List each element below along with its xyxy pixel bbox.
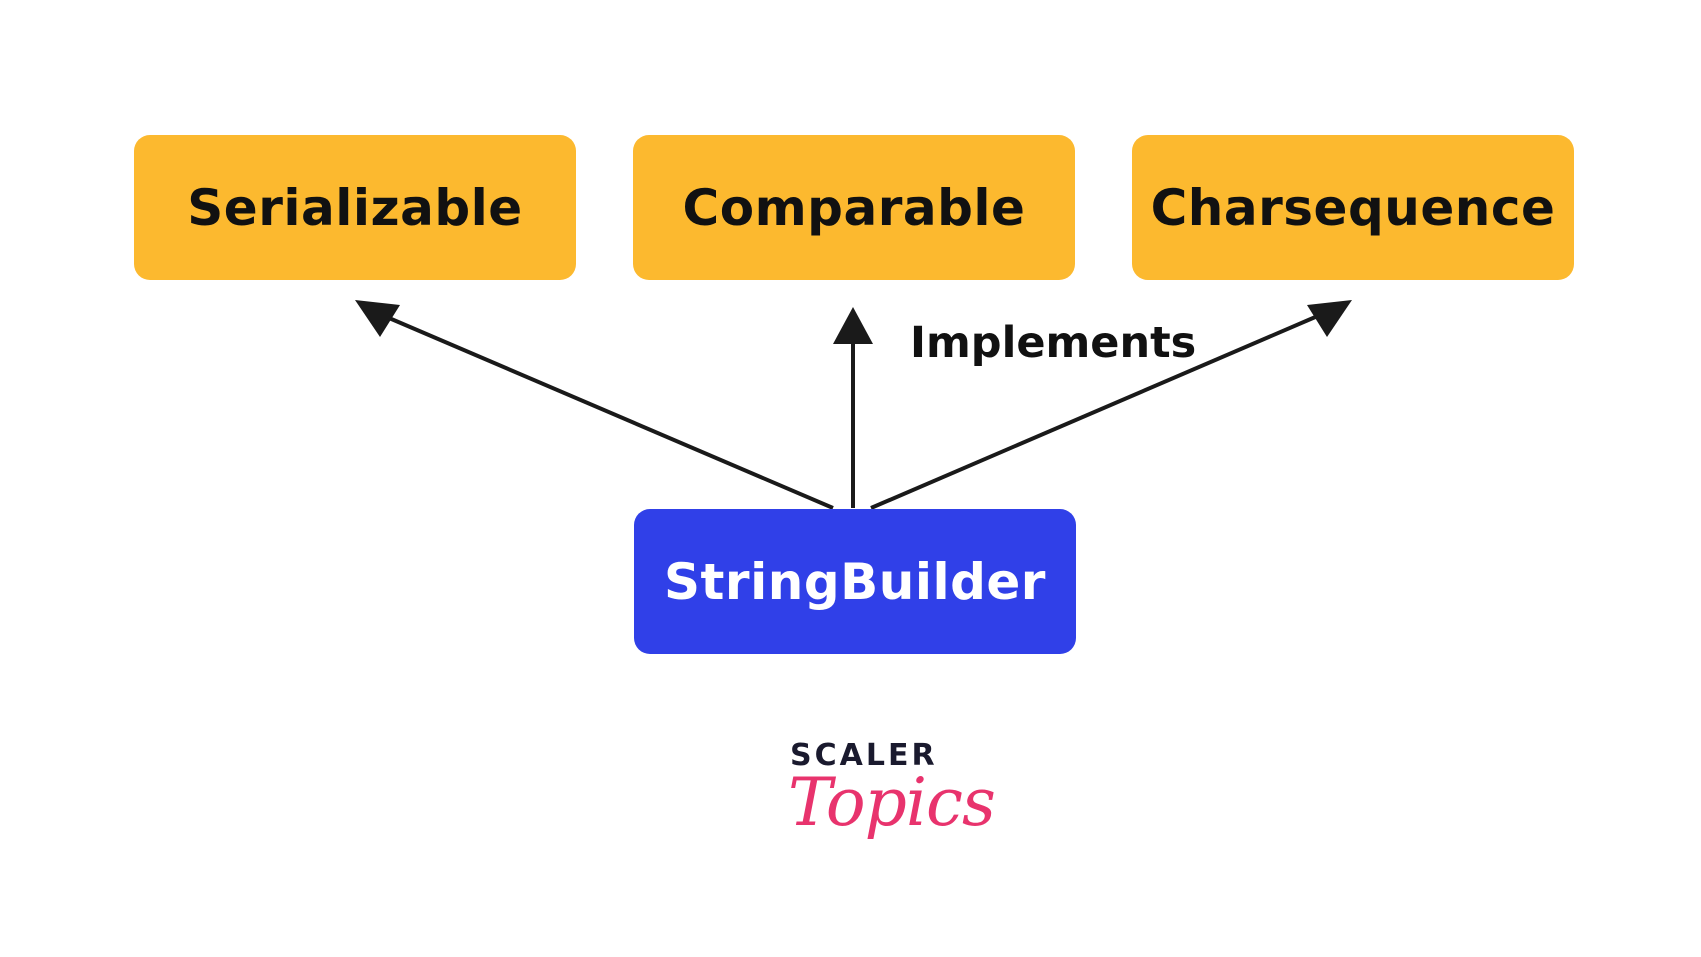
logo-topics-text: Topics (788, 764, 996, 841)
node-serializable: Serializable (134, 135, 576, 280)
node-charsequence-label: Charsequence (1150, 178, 1556, 237)
arrowhead-comparable (833, 307, 873, 344)
node-stringbuilder-label: StringBuilder (664, 552, 1046, 611)
arrowhead-serializable (355, 300, 400, 337)
node-comparable-label: Comparable (682, 178, 1026, 237)
node-stringbuilder: StringBuilder (634, 509, 1076, 654)
arrow-to-serializable (381, 313, 834, 510)
arrow-to-charsequence (870, 313, 1321, 510)
implements-label: Implements (910, 318, 1197, 368)
arrowhead-charsequence (1307, 300, 1352, 337)
node-charsequence: Charsequence (1132, 135, 1574, 280)
node-comparable: Comparable (633, 135, 1075, 280)
scaler-topics-logo: SCALER Topics (770, 738, 996, 878)
logo-scaler-text: SCALER (790, 738, 938, 773)
node-serializable-label: Serializable (187, 178, 523, 237)
